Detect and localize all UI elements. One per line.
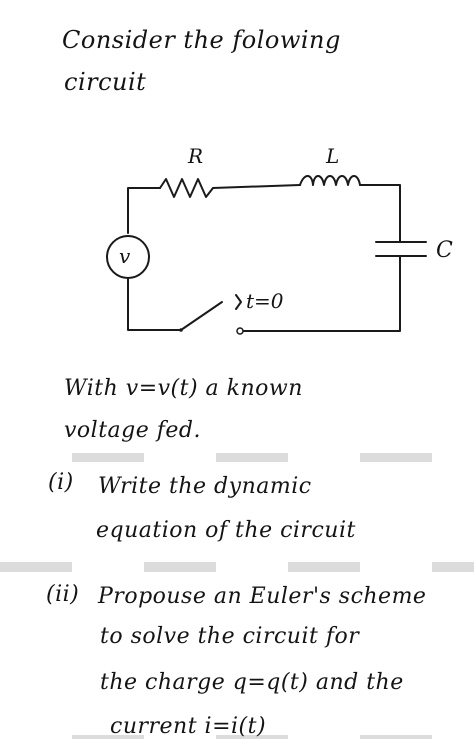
wire-right-bottom bbox=[242, 255, 401, 332]
statement-line-2: voltage fed. bbox=[64, 418, 202, 443]
task-ii-line-4: current i=i(t) bbox=[110, 714, 267, 739]
capacitor-label: C bbox=[436, 238, 453, 263]
intro-line-1: Consider the folowing bbox=[62, 26, 341, 54]
wire-left-bottom bbox=[127, 277, 182, 331]
paper-strip-task-i bbox=[0, 462, 474, 562]
wire-right-top bbox=[359, 184, 401, 243]
rlc-circuit-diagram: R L C v t=0 bbox=[106, 145, 453, 335]
switch-blade bbox=[180, 301, 223, 331]
paper-strip-task-ii bbox=[0, 572, 474, 735]
inductor-label: L bbox=[325, 145, 339, 168]
switch-arrow bbox=[235, 294, 242, 310]
intro-line-2: circuit bbox=[64, 68, 147, 96]
resistor-symbol bbox=[159, 178, 214, 198]
task-i-line-2: equation of the circuit bbox=[96, 518, 356, 543]
task-ii-line-1: Propouse an Euler's scheme bbox=[98, 584, 427, 609]
task-ii-line-2: to solve the circuit for bbox=[100, 624, 360, 649]
resistor-label: R bbox=[187, 145, 203, 168]
switch-label: t=0 bbox=[246, 289, 284, 313]
statement-line-1: With v=v(t) a known bbox=[64, 376, 303, 401]
switch-contact bbox=[236, 327, 244, 335]
wire-top-middle bbox=[212, 184, 301, 189]
task-i-line-1: Write the dynamic bbox=[98, 474, 312, 499]
wire-left-top bbox=[127, 187, 161, 234]
task-ii-marker: (ii) bbox=[46, 582, 80, 607]
inductor-symbol bbox=[299, 175, 361, 186]
source-label: v bbox=[119, 244, 131, 268]
switch-pivot bbox=[179, 328, 183, 332]
task-ii-line-3: the charge q=q(t) and the bbox=[100, 670, 404, 695]
task-i-marker: (i) bbox=[48, 470, 74, 495]
paper-strip-top bbox=[0, 0, 474, 145]
paper-strip-statement bbox=[0, 367, 474, 453]
